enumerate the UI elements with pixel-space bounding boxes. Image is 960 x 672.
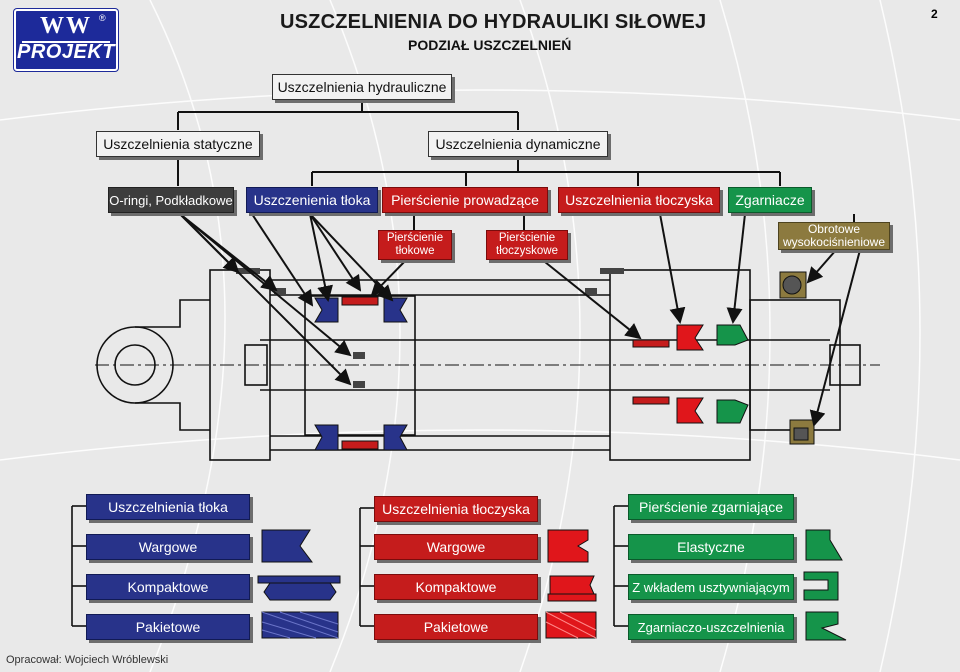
page-title: USZCZELNIENIA DO HYDRAULIKI SIŁOWEJ <box>280 11 707 33</box>
rod-wargowe: Wargowe <box>374 534 538 560</box>
rod-pakietowe: Pakietowe <box>374 614 538 640</box>
author-credit: Opracował: Wojciech Wróblewski <box>6 654 169 666</box>
rotary-seals-node: Obrotowe wysokociśnieniowe <box>778 222 890 250</box>
piston-wargowe: Wargowe <box>86 534 250 560</box>
root-node: Uszczelnienia hydrauliczne <box>272 74 452 100</box>
wiper-zgarniaczo-uszczelnienia: Zgarniaczo-uszczelnienia <box>628 614 794 640</box>
logo-divider <box>22 41 110 43</box>
wiper-z-wkladem: Z wkładem usztywniającym <box>628 574 794 600</box>
wiper-elastyczne: Elastyczne <box>628 534 794 560</box>
piston-kompaktowe: Kompaktowe <box>86 574 250 600</box>
logo-top-text: WW <box>40 13 92 39</box>
piston-seals-node: Uszczenienia tłoka <box>246 187 378 213</box>
piston-pakietowe: Pakietowe <box>86 614 250 640</box>
guide-rings-node: Pierścienie prowadzące <box>382 187 548 213</box>
rod-seals-node: Uszczelnienia tłoczyska <box>558 187 720 213</box>
oring-node: O-ringi, Podkładkowe <box>108 187 234 213</box>
category-wiper-title: Pierścienie zgarniające <box>628 494 794 520</box>
logo-registered-mark: ® <box>99 13 106 23</box>
rod-kompaktowe: Kompaktowe <box>374 574 538 600</box>
logo-bottom-text: PROJEKT <box>17 41 115 63</box>
rod-guide-rings-node: Pierścienie tłoczyskowe <box>486 230 568 260</box>
category-piston-title: Uszczelnienia tłoka <box>86 494 250 520</box>
wipers-node: Zgarniacze <box>728 187 812 213</box>
dynamic-seals-node: Uszczelnienia dynamiczne <box>428 131 608 157</box>
static-seals-node: Uszczelnienia statyczne <box>96 131 260 157</box>
piston-guide-rings-node: Pierścienie tłokowe <box>378 230 452 260</box>
page-number: 2 <box>931 7 938 21</box>
ww-projekt-logo: WW ® PROJEKT <box>14 9 118 71</box>
category-rod-title: Uszczelnienia tłoczyska <box>374 496 538 522</box>
page-subtitle: PODZIAŁ USZCZELNIEŃ <box>408 37 572 53</box>
